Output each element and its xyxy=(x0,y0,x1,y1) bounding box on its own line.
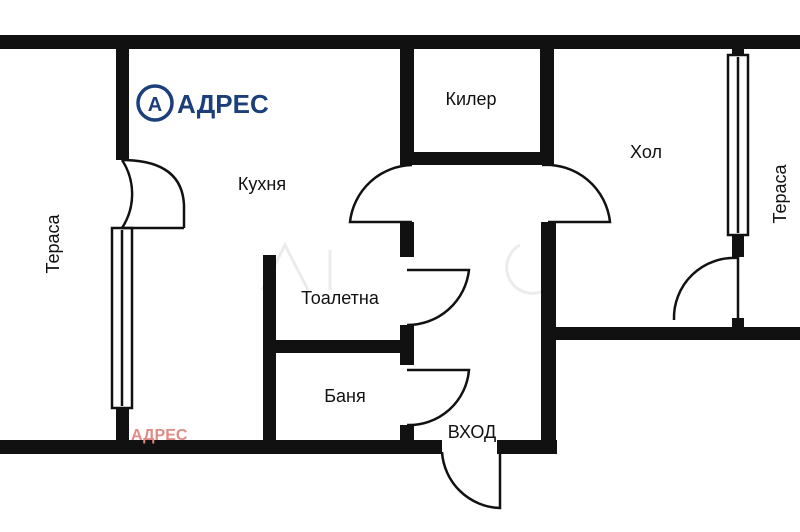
door-kitchen-terrace xyxy=(120,159,134,229)
label-hall: Хол xyxy=(630,142,662,162)
label-toilet: Тоалетна xyxy=(301,288,380,308)
door-toilet xyxy=(406,268,471,327)
label-entrance: ВХОД xyxy=(448,422,496,442)
door-swings xyxy=(120,158,740,510)
logo-letter: A xyxy=(148,94,162,116)
walls xyxy=(0,35,800,454)
watermark-text: АДРЕС xyxy=(131,427,188,444)
label-bathroom: Баня xyxy=(324,386,366,406)
windows xyxy=(110,53,750,410)
brand-logo: A АДРЕС xyxy=(136,84,269,122)
door-bathroom xyxy=(406,368,471,427)
label-terrace-left: Тераса xyxy=(43,213,63,273)
logo-text: АДРЕС xyxy=(177,89,269,119)
door-corridor-right xyxy=(541,163,612,224)
label-terrace-right: Тераса xyxy=(770,163,790,223)
door-entrance xyxy=(440,451,502,510)
logo-icon xyxy=(136,84,174,122)
door-corridor-left xyxy=(348,163,413,224)
door-hall-terrace xyxy=(672,256,740,321)
label-pantry: Килер xyxy=(445,89,496,109)
label-kitchen: Кухня xyxy=(238,174,286,194)
